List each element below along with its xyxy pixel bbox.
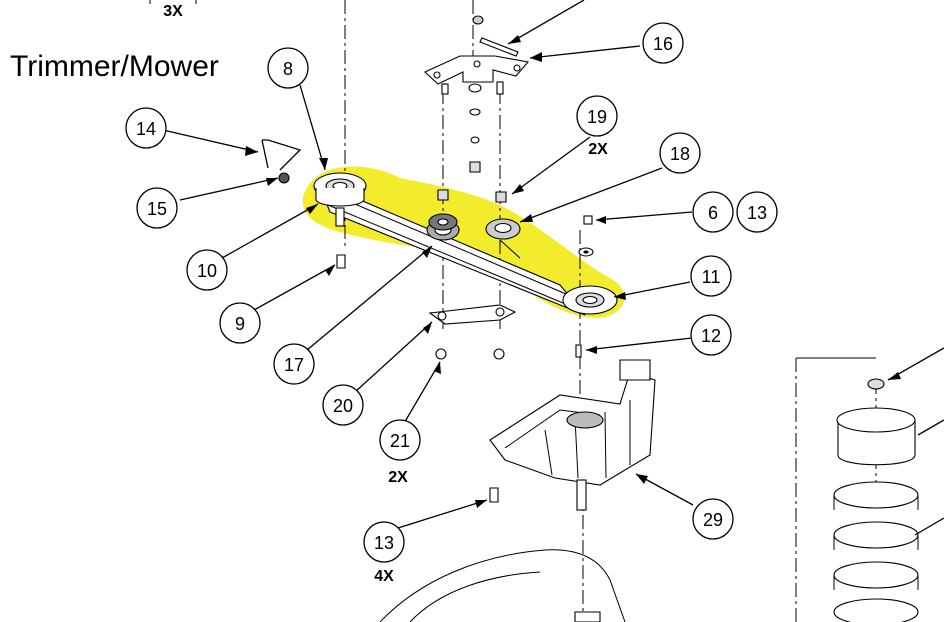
left-pulley [313,172,367,227]
callout-15: 15 [147,199,167,219]
bolt-9 [336,254,346,269]
callout-17: 17 [284,355,304,375]
callout-20: 20 [333,396,353,416]
qty-13: 4X [374,568,394,585]
callout-18: 18 [670,144,690,164]
mower-deck [379,549,626,622]
callout-8: 8 [283,59,293,79]
pin-12 [575,344,582,358]
bolt-13 [489,487,499,503]
idler-pulley [426,213,460,241]
callout-10: 10 [197,261,217,281]
callout-19: 19 [587,107,607,127]
callout-14: 14 [136,119,156,139]
qty-21: 2X [388,469,408,486]
callout-circles [125,22,778,563]
gearbox-housing [489,359,656,511]
blade-stack [833,378,919,622]
callout-21: 21 [390,431,410,451]
callout-6: 6 [708,203,718,223]
qty-19: 2X [588,141,608,158]
diagram-heading: Trimmer/Mower [10,50,219,83]
hardware-stack [437,15,507,203]
nut-21a [435,348,447,360]
drive-belt [316,180,586,316]
callout-12: 12 [701,326,721,346]
bracket-plate [424,37,530,95]
bolt-6 [578,215,594,257]
callout-13-lower: 13 [374,533,394,553]
nut-15 [278,172,290,184]
callout-13-upper: 13 [747,203,767,223]
plate-20 [428,304,517,325]
qty-top: 3X [163,3,183,20]
hairpin-clip [261,139,302,171]
callout-11: 11 [702,267,721,287]
callout-16: 16 [653,34,673,54]
callout-9: 9 [235,314,245,334]
right-pulley [562,285,618,315]
callout-29: 29 [703,510,723,530]
idler-pulley-18 [485,218,521,240]
arrowheads [245,35,901,508]
nut-21b [493,348,505,360]
